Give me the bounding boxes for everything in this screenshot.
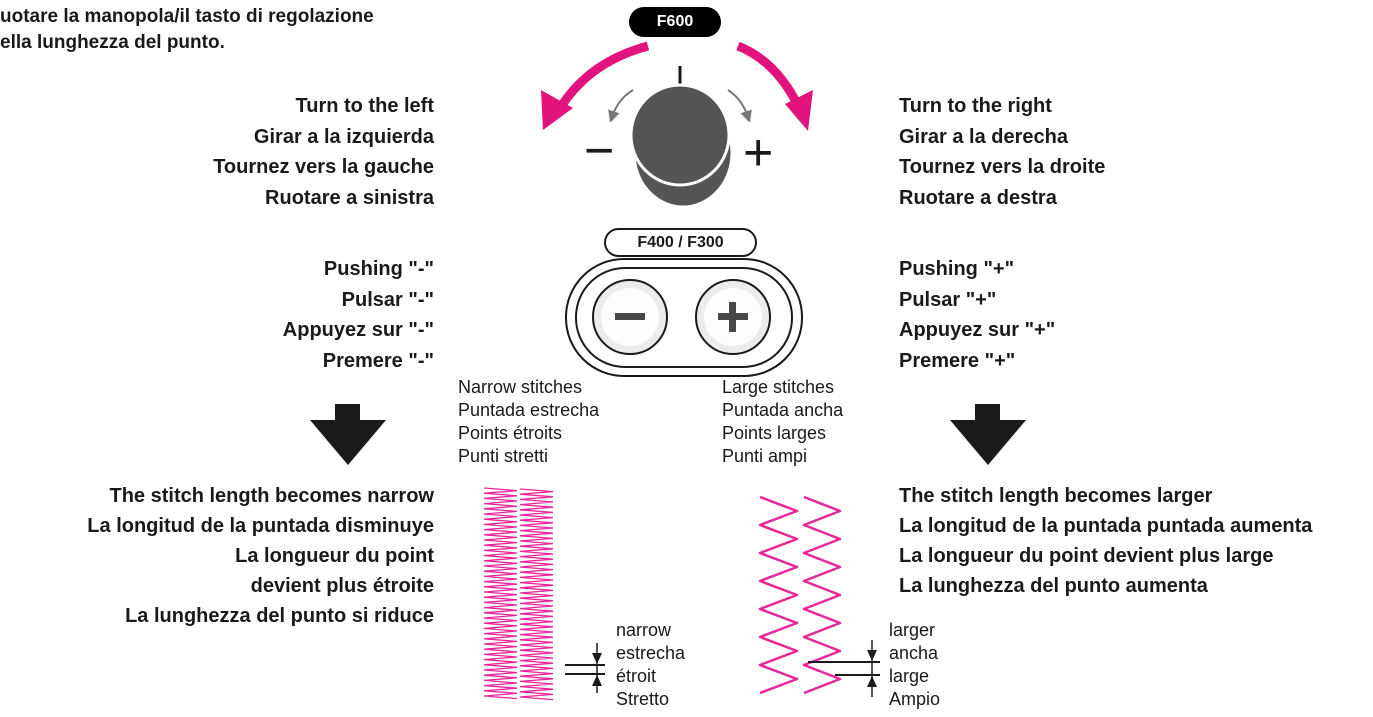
right-turn-line: Ruotare a destra: [899, 186, 1057, 209]
result-line: La lunghezza del punto si riduce: [125, 605, 434, 627]
left-turn-line: Turn to the left: [295, 95, 435, 117]
caption-line: Points étroits: [458, 423, 563, 443]
right-push-text: Pushing "+" Pulsar "+" Appuyez sur "+" P…: [899, 254, 1055, 376]
dial-minus-symbol: −: [584, 122, 615, 180]
right-push-line: Premere "+": [899, 349, 1016, 372]
turn-left-arrow-icon: [541, 41, 650, 130]
f400-f300-pill: [604, 228, 757, 257]
width-label-line: larger: [889, 620, 936, 640]
narrow-measure-marker: [565, 643, 605, 693]
left-push-line: Pushing "-": [323, 258, 434, 280]
large-stitch-illustration: [758, 495, 842, 695]
right-push-line: Pushing "+": [899, 258, 1015, 280]
narrow-width-label: narrow estrecha étroit Stretto: [616, 619, 685, 711]
result-line: La longueur du point devient plus large: [899, 545, 1274, 567]
caption-line: Punti stretti: [458, 446, 549, 466]
f600-label: F600: [656, 13, 694, 30]
large-width-label: larger ancha large Ampio: [889, 619, 940, 711]
small-right-arrow-icon: [727, 89, 752, 123]
width-label-line: narrow: [616, 620, 672, 640]
small-left-arrow-icon: [608, 89, 634, 123]
left-turn-line: Tournez vers la gauche: [213, 156, 434, 178]
left-push-line: Pulsar "-": [341, 288, 434, 311]
width-label-line: Ampio: [889, 689, 941, 709]
right-push-line: Pulsar "+": [899, 288, 997, 311]
right-turn-line: Girar a la derecha: [899, 125, 1068, 148]
result-line: La longueur du point: [235, 545, 434, 567]
right-turn-text: Turn to the right Girar a la derecha Tou…: [899, 91, 1105, 213]
right-down-arrow-icon: [950, 404, 1026, 465]
caption-line: Puntada ancha: [722, 400, 844, 420]
result-line: devient plus étroite: [250, 575, 434, 597]
right-turn-line: Turn to the right: [899, 95, 1052, 117]
large-measure-marker: [808, 640, 880, 697]
narrow-stitch-illustration: [483, 487, 554, 701]
minus-icon: [615, 313, 645, 320]
result-line: La lunghezza del punto aumenta: [899, 575, 1208, 597]
dial-plus-symbol: +: [743, 124, 774, 182]
right-push-line: Appuyez sur "+": [899, 319, 1056, 341]
caption-line: Points larges: [722, 423, 827, 443]
left-turn-line: Girar a la izquierda: [253, 125, 434, 148]
result-line: La longitud de la puntada puntada aument…: [899, 515, 1313, 537]
left-result-text: The stitch length becomes narrow La long…: [87, 481, 434, 631]
header-line: uotare la manopola/il tasto di regolazio…: [0, 6, 374, 27]
width-label-line: large: [889, 666, 930, 686]
plus-button[interactable]: [695, 279, 771, 355]
width-label-line: ancha: [889, 643, 939, 663]
f400-f300-label: F400 / F300: [637, 234, 724, 251]
caption-line: Puntada estrecha: [458, 400, 600, 420]
turn-right-arrow-icon: [736, 41, 813, 131]
narrow-stitches-caption: Narrow stitches Puntada estrecha Points …: [458, 376, 599, 468]
large-stitches-caption: Large stitches Puntada ancha Points larg…: [722, 376, 843, 468]
left-turn-line: Ruotare a sinistra: [265, 186, 434, 209]
stitch-length-dial: [629, 66, 734, 209]
result-line: La longitud de la puntada disminuye: [87, 515, 434, 537]
caption-line: Narrow stitches: [458, 377, 583, 397]
left-down-arrow-icon: [310, 404, 386, 465]
left-push-text: Pushing "-" Pulsar "-" Appuyez sur "-" P…: [283, 254, 434, 376]
width-label-line: étroit: [616, 666, 657, 686]
right-result-text: The stitch length becomes larger La long…: [899, 481, 1312, 601]
plus-icon: [718, 302, 748, 332]
width-label-line: estrecha: [616, 643, 686, 663]
left-turn-text: Turn to the left Girar a la izquierda To…: [213, 91, 434, 213]
result-line: The stitch length becomes narrow: [109, 485, 434, 507]
f600-pill: [629, 7, 721, 37]
left-push-line: Appuyez sur "-": [282, 319, 434, 341]
header-line: ella lunghezza del punto.: [0, 32, 225, 53]
left-push-line: Premere "-": [322, 349, 434, 372]
right-turn-line: Tournez vers la droite: [899, 156, 1106, 178]
result-line: The stitch length becomes larger: [899, 485, 1213, 507]
header-instruction: uotare la manopola/il tasto di regolazio…: [0, 4, 374, 56]
minus-button[interactable]: [592, 279, 668, 355]
caption-line: Punti ampi: [722, 446, 808, 466]
caption-line: Large stitches: [722, 377, 835, 397]
width-label-line: Stretto: [616, 689, 670, 709]
